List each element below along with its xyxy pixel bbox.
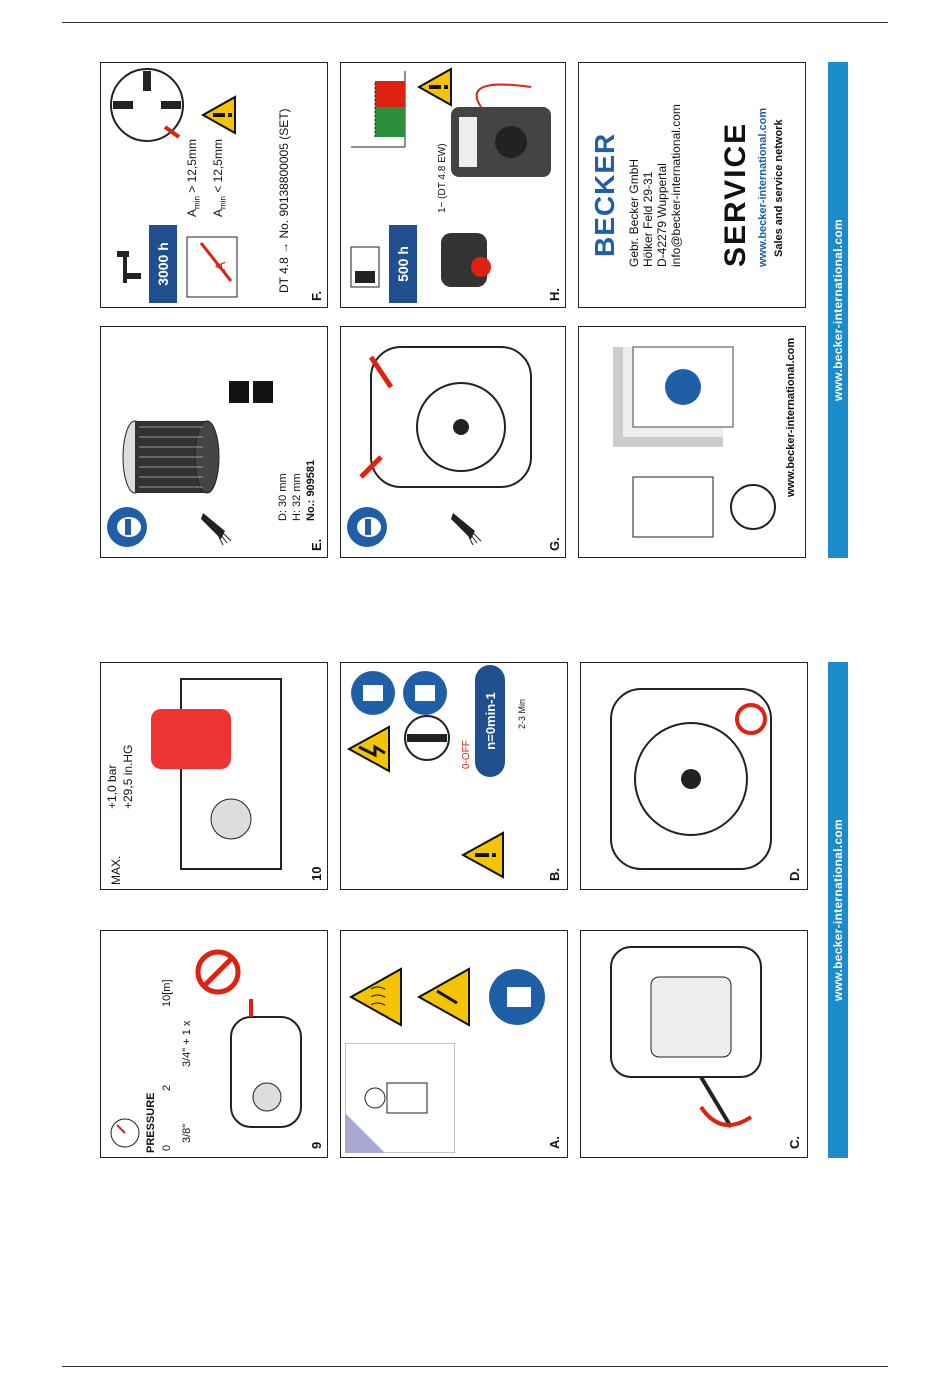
pressure-gauge-icon <box>110 1118 140 1148</box>
vane-gauge-icon: A <box>186 236 238 298</box>
label-9: 9 <box>309 1141 324 1149</box>
worker-icon <box>345 1043 455 1153</box>
company-name: Gebr. Becker GmbH <box>627 158 641 267</box>
bar-label: +1,0 bar <box>105 764 119 809</box>
upper-rotated-content: www.becker-international.com D: 30 mm H:… <box>100 62 848 558</box>
mask-icon-g <box>347 507 387 547</box>
company-city: D-42279 Wuppertal <box>655 163 669 267</box>
company-email[interactable]: info@becker-international.com <box>669 104 683 267</box>
warning-icon <box>201 95 236 135</box>
dim-no: No.: 909581 <box>305 459 317 521</box>
cleaning-icon <box>201 513 232 546</box>
seal-rings-icon <box>229 381 273 403</box>
pump-icon <box>230 999 302 1128</box>
service-url[interactable]: www.becker-international.com <box>757 107 769 267</box>
thread-1: 3/8" <box>181 1123 193 1143</box>
hazard-icon <box>417 967 470 1027</box>
info-manual-icon <box>613 346 776 538</box>
warning-icon-h <box>417 67 452 107</box>
website-text-lower: www.becker-international.com <box>831 819 845 1001</box>
gloves-icon <box>489 969 545 1025</box>
no-oil-icon <box>195 949 241 995</box>
label-g: G. <box>547 537 562 551</box>
panel-a: A. <box>340 930 568 1158</box>
scale-0: 0 <box>161 1144 173 1151</box>
scale-10: 10[m] <box>161 979 173 1007</box>
panel-g: G. <box>340 326 566 558</box>
pump-housing-icon <box>359 346 532 488</box>
service-sub: Sales and service network <box>773 119 785 257</box>
website-bar: www.becker-international.com <box>828 62 848 558</box>
lt-text: Amin < 12,5mm <box>211 139 228 217</box>
label-d: D. <box>787 868 802 881</box>
pressure-label: PRESSURE <box>145 1092 157 1153</box>
rpm-tag: n=0min-1 <box>475 665 505 777</box>
max-label: MAX. <box>109 855 123 885</box>
label-10: 10 <box>309 866 324 881</box>
panel-f: 3000 h A Amin > 12,5mm Amin < 12,5mm DT … <box>100 62 328 308</box>
wrench-icon <box>117 251 141 283</box>
scale-2: 2 <box>161 1084 173 1091</box>
motor-icon <box>441 233 491 287</box>
bottom-rule <box>62 1366 888 1367</box>
info-url: www.becker-international.com <box>785 337 797 497</box>
panel-h: 500 h 1~ (DT 4.8 EW) H. <box>340 62 566 308</box>
lower-rotated-content: www.becker-international.com PRESSURE 0 … <box>100 662 848 1158</box>
valve-icon <box>151 678 282 870</box>
multimeter-icon <box>451 83 551 177</box>
capacitor-icon <box>350 246 380 288</box>
panel-e: D: 30 mm H: 32 mm No.: 909581 E. <box>100 326 328 558</box>
thread-2: 3/4" + 1 x <box>181 1020 193 1067</box>
top-rule <box>62 22 888 23</box>
panel-10: MAX. +1,0 bar +29,5 in.HG 10 <box>100 662 328 890</box>
label-a: A. <box>547 1136 562 1149</box>
label-c: C. <box>787 1136 802 1149</box>
filter-cartridge-icon <box>122 420 220 494</box>
lockout-icon <box>351 671 447 715</box>
service-title: SERVICE <box>719 121 752 267</box>
capacity-chart <box>351 71 406 148</box>
label-h: H. <box>547 288 562 301</box>
off-label: 0-OFF <box>461 740 472 769</box>
cover-removal-icon <box>610 946 762 1129</box>
panel-contact: BECKER Gebr. Becker GmbH Hölker Feld 29-… <box>578 62 806 308</box>
electric-warning-icon <box>347 725 390 773</box>
panel-d: D. <box>580 662 808 890</box>
upper-page: www.becker-international.com D: 30 mm H:… <box>100 62 848 558</box>
panel-9: PRESSURE 0 2 10[m] 3/8" 3/4" + 1 x 9 <box>100 930 328 1158</box>
gt-text: Amin > 12,5mm <box>185 139 202 217</box>
label-b: B. <box>547 868 562 881</box>
cleaning-icon-g <box>451 513 482 546</box>
panel-info: www.becker-international.com <box>578 326 806 558</box>
website-text: www.becker-international.com <box>831 219 845 401</box>
set-number: DT 4.8 → No. 90138800005 (SET) <box>277 108 291 293</box>
hot-surface-icon <box>349 967 402 1027</box>
dim-d: D: 30 mm <box>277 473 289 521</box>
hours-tag-h: 500 h <box>389 225 417 303</box>
hg-label: +29,5 in.HG <box>121 744 135 809</box>
website-bar-lower: www.becker-international.com <box>828 662 848 1158</box>
brand-logo: BECKER <box>589 132 620 257</box>
dim-h: H: 32 mm <box>291 473 303 521</box>
rotor-housing-icon <box>610 688 772 870</box>
hours-tag: 3000 h <box>149 225 177 303</box>
main-switch-icon <box>404 715 450 761</box>
label-e: E. <box>309 538 324 551</box>
panel-c: C. <box>580 930 808 1158</box>
mask-icon <box>107 507 147 547</box>
mins-label: 2-3 Min <box>517 698 527 729</box>
general-warning-icon <box>461 831 504 879</box>
company-street: Hölker Feld 29-31 <box>641 171 655 267</box>
panel-b: 0-OFF n=0min-1 2-3 Min B. <box>340 662 568 890</box>
lower-page: www.becker-international.com PRESSURE 0 … <box>100 662 848 1158</box>
label-f: F. <box>309 290 324 301</box>
svg-text:A: A <box>212 261 228 271</box>
rotor-icon <box>110 68 184 142</box>
